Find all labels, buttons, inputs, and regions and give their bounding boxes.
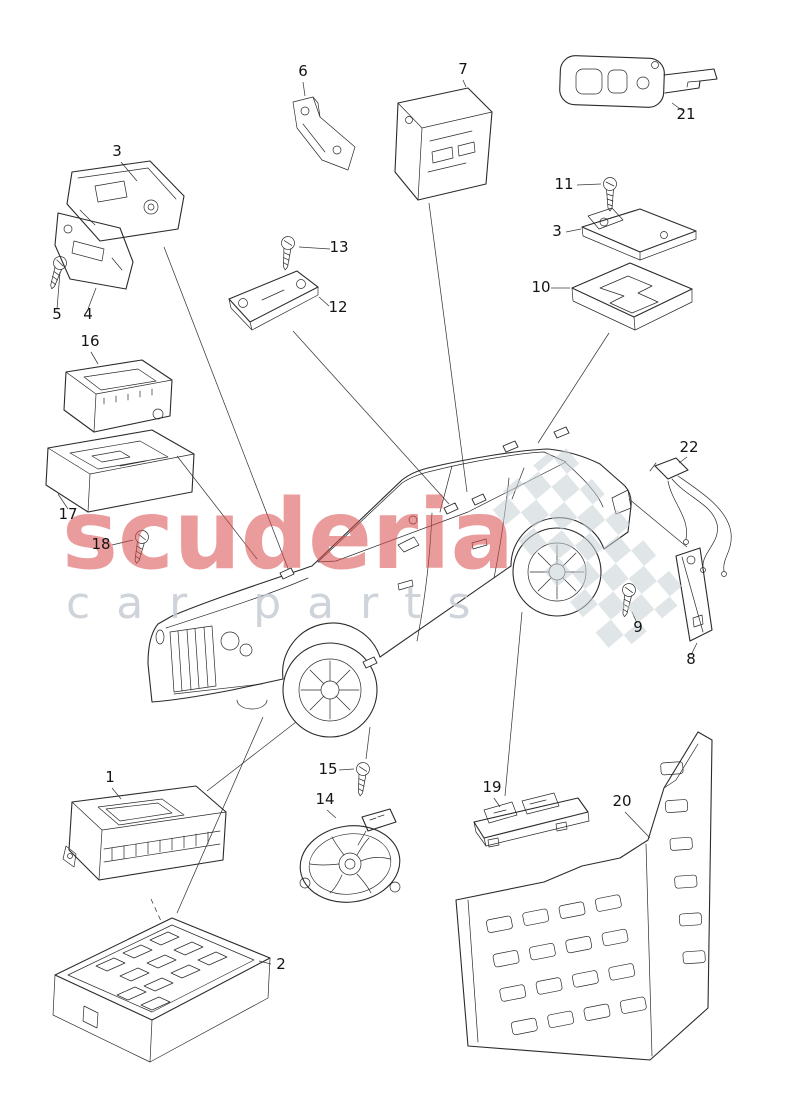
part-14-sounder bbox=[299, 808, 401, 903]
callout-6: 6 bbox=[298, 62, 308, 80]
checkered-flag bbox=[487, 442, 690, 658]
callout-5: 5 bbox=[52, 305, 62, 323]
callout-14: 14 bbox=[315, 790, 334, 808]
callout-16: 16 bbox=[80, 332, 99, 350]
callout-9: 9 bbox=[633, 618, 643, 636]
watermark: scuderia car parts bbox=[62, 442, 690, 658]
leader-lines bbox=[56, 79, 698, 965]
callout-21: 21 bbox=[676, 105, 695, 123]
callout-18: 18 bbox=[91, 535, 110, 553]
callout-8: 8 bbox=[686, 650, 696, 668]
callout-22: 22 bbox=[679, 438, 698, 456]
callout-17: 17 bbox=[58, 505, 77, 523]
part-7-control-unit bbox=[394, 87, 493, 201]
part-15-screw bbox=[353, 761, 371, 797]
part-12-antenna-bracket bbox=[228, 270, 319, 331]
watermark-brand: scuderia bbox=[62, 479, 514, 591]
callout-15: 15 bbox=[318, 760, 337, 778]
callout-20: 20 bbox=[612, 792, 631, 810]
callout-10: 10 bbox=[531, 278, 550, 296]
part-11-screw bbox=[603, 177, 617, 212]
part-13-screw bbox=[278, 235, 296, 271]
part-19-bracket-assembly bbox=[473, 792, 590, 848]
callout-11: 11 bbox=[554, 175, 573, 193]
part-3-module-left bbox=[66, 160, 185, 242]
callout-2: 2 bbox=[276, 955, 286, 973]
part-10-adapter-plate bbox=[571, 262, 693, 331]
callout-4: 4 bbox=[83, 305, 93, 323]
part-21-key-fob bbox=[559, 55, 718, 108]
callout-19: 19 bbox=[482, 778, 501, 796]
part-4-bracket bbox=[54, 212, 134, 290]
part-17-holder-tray bbox=[45, 429, 195, 513]
part-1-control-unit bbox=[62, 785, 227, 881]
callout-3-left: 3 bbox=[112, 142, 122, 160]
part-6-bracket bbox=[292, 96, 356, 171]
callout-1: 1 bbox=[105, 768, 115, 786]
part-2-foam-tray bbox=[52, 917, 271, 1063]
watermark-tagline: car parts bbox=[66, 578, 496, 629]
callout-7: 7 bbox=[458, 60, 468, 78]
callout-12: 12 bbox=[328, 298, 347, 316]
callout-13: 13 bbox=[329, 238, 348, 256]
callout-labels: 1 2 3 3 4 5 6 7 8 9 10 11 12 13 14 15 16… bbox=[52, 60, 698, 973]
part-5-screw bbox=[45, 254, 69, 292]
part-20-mounting-panel bbox=[455, 731, 713, 1061]
part-22-antenna-cable bbox=[649, 457, 732, 577]
part-3-module-right bbox=[581, 207, 697, 261]
part-8-antenna-module bbox=[675, 547, 713, 642]
callout-3-right: 3 bbox=[552, 222, 562, 240]
part-16-control-module bbox=[63, 359, 173, 433]
